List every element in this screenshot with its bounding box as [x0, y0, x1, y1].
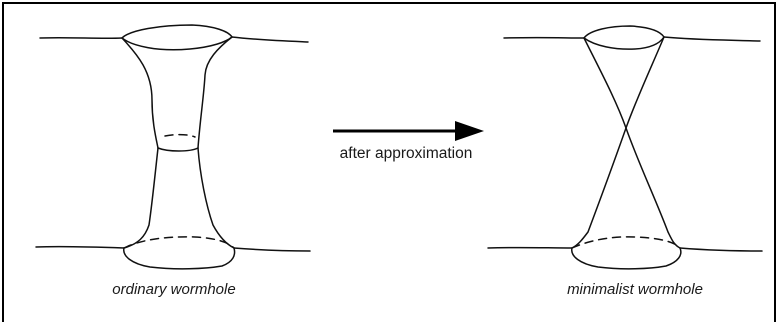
throat-right-wall — [198, 37, 232, 148]
bottom-sheet-left-edge — [36, 247, 124, 248]
bottom-mouth-back — [572, 237, 680, 248]
arrow-head — [455, 121, 484, 141]
frame-border — [3, 3, 775, 322]
right-caption: minimalist wormhole — [567, 281, 703, 298]
lower-left-wall — [124, 148, 158, 248]
cross-line-right-to-left — [572, 37, 664, 248]
bottom-mouth-front — [124, 248, 235, 269]
neck-front — [158, 148, 198, 151]
lower-right-wall — [198, 148, 234, 248]
throat-left-wall — [122, 38, 158, 148]
top-mouth-back — [584, 26, 664, 38]
ordinary-wormhole-drawing — [36, 25, 310, 269]
top-sheet-right-edge — [664, 37, 760, 41]
bottom-sheet-right-edge — [680, 248, 762, 251]
bottom-mouth-front — [572, 248, 681, 269]
cross-line-left-to-right — [584, 38, 680, 248]
top-mouth-front — [584, 37, 664, 49]
transition-arrow — [333, 121, 484, 141]
top-sheet-right-edge — [232, 37, 308, 42]
top-mouth-back — [122, 25, 232, 38]
left-caption: ordinary wormhole — [112, 281, 235, 298]
bottom-sheet-right-edge — [234, 248, 310, 251]
neck-back — [165, 135, 195, 137]
top-sheet-left-edge — [40, 38, 122, 39]
minimalist-wormhole-drawing — [488, 26, 762, 269]
arrow-label: after approximation — [340, 145, 473, 162]
top-mouth-front — [122, 37, 232, 50]
